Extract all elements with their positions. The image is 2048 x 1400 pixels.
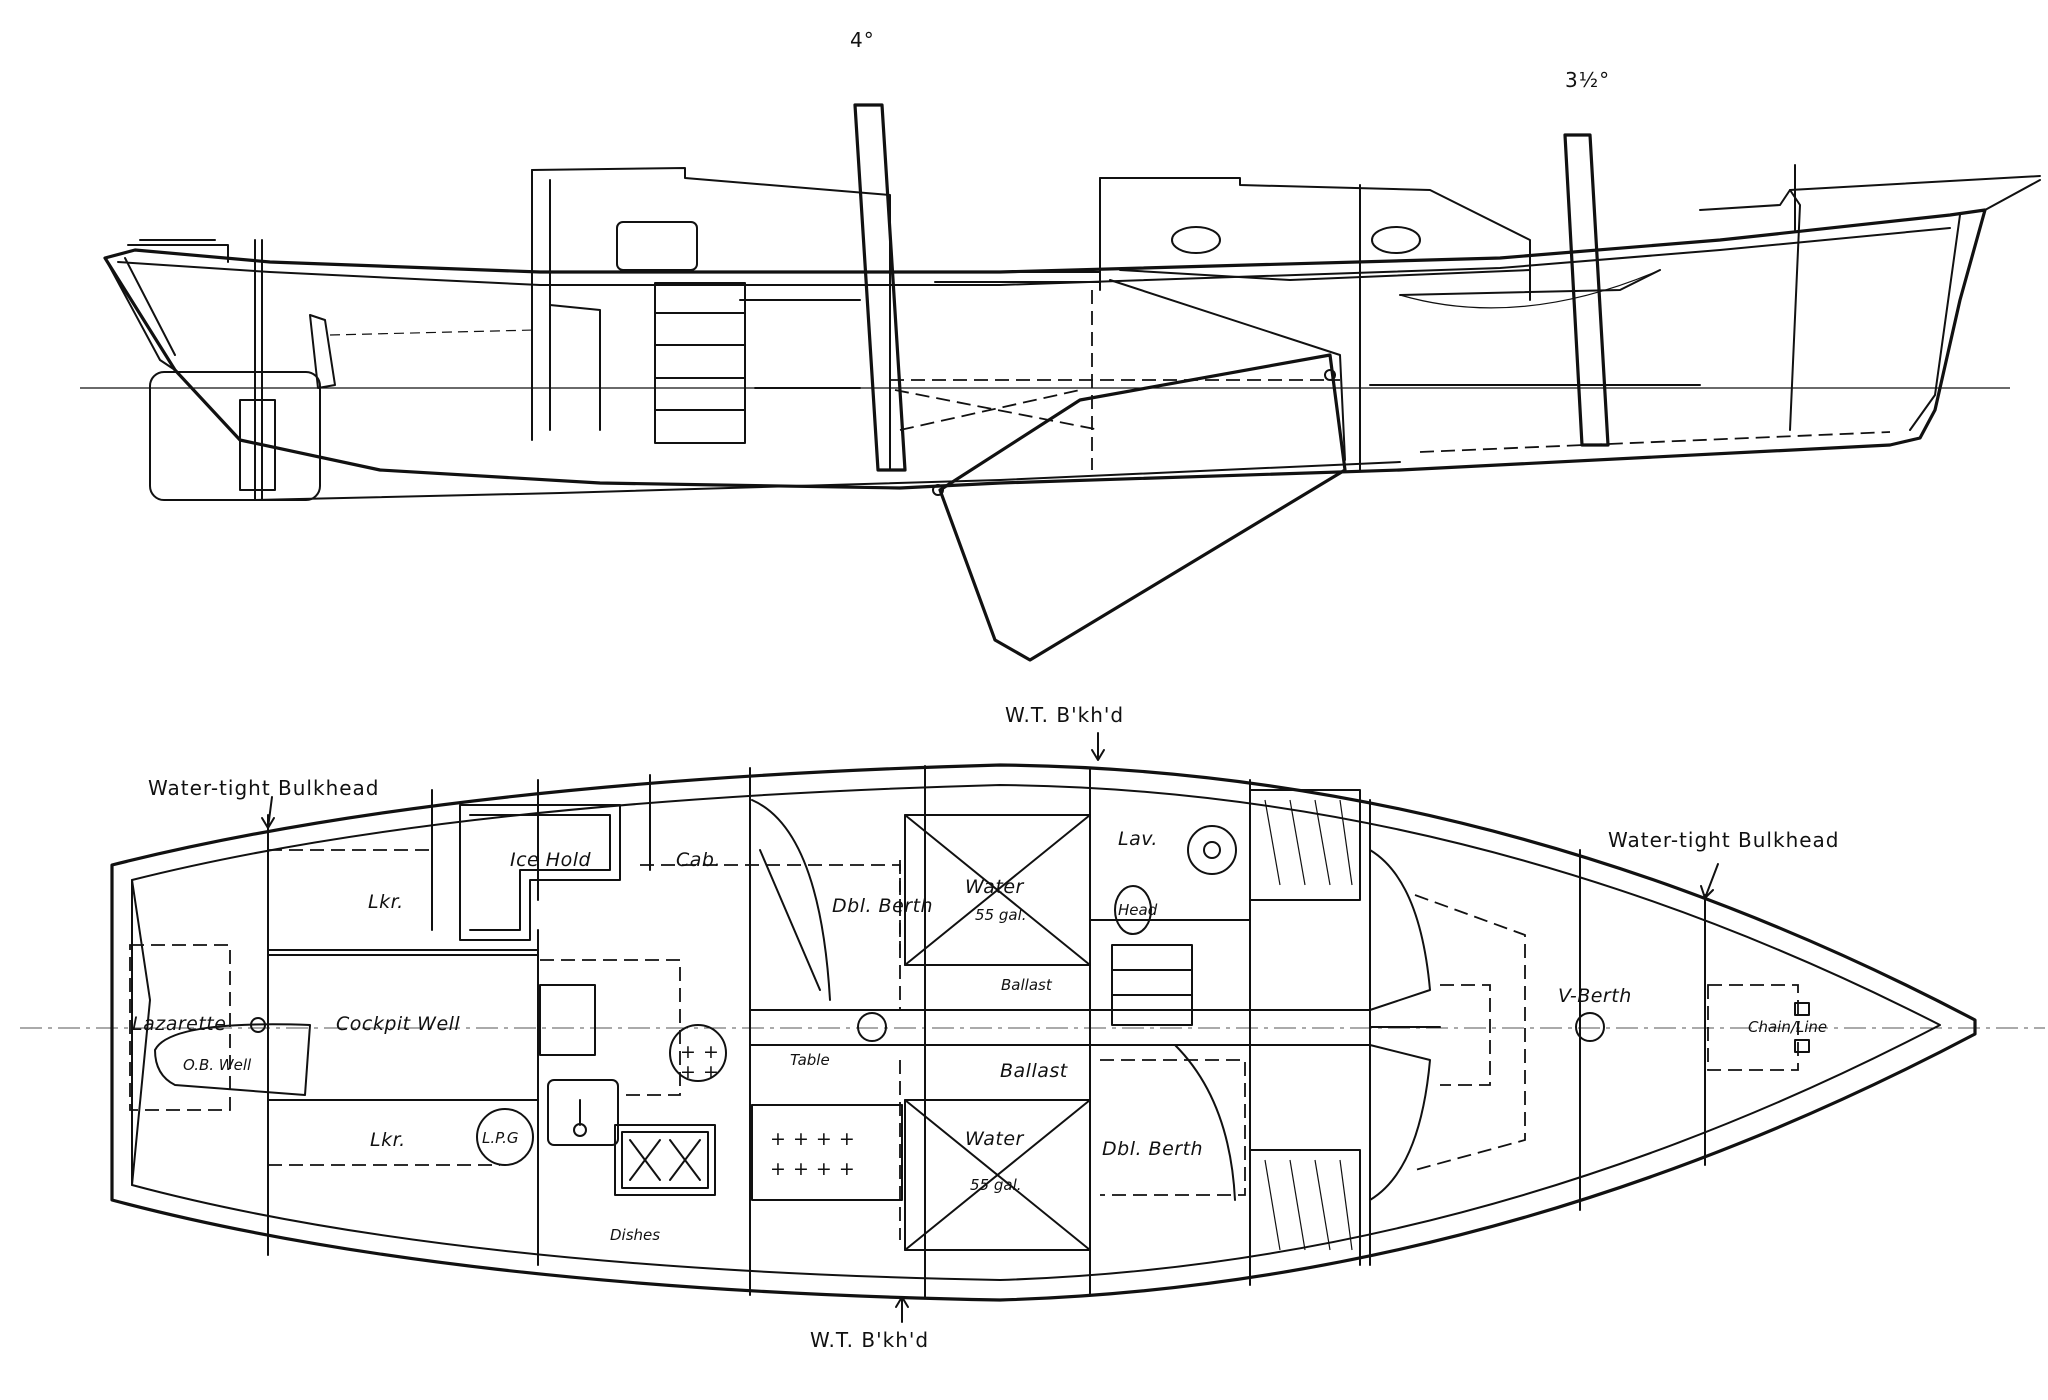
plan-view: + + + + + + + + + + + +: [20, 703, 2045, 1352]
svg-text:+ + + +: + + + +: [770, 1158, 855, 1180]
svg-text:+ +: + +: [680, 1041, 719, 1063]
label-watertight-aft: Water-tight Bulkhead: [148, 776, 380, 800]
main-cabin-trunk: [531, 167, 891, 471]
arrow-wt-bottom: [895, 1296, 909, 1323]
label-wt-bkhd-bottom: W.T. B'kh'd: [810, 1328, 929, 1352]
table: [751, 1104, 903, 1201]
plan-hull-outline: [110, 763, 1977, 1302]
companionway-step: [549, 304, 601, 431]
head-toilet: [1114, 885, 1152, 935]
v-berth-outline: [1414, 894, 1526, 1171]
tiller: [309, 314, 336, 389]
label-ice-hold: Ice Hold: [510, 849, 591, 871]
forward-cabin-trunk: [1099, 177, 1531, 301]
label-table: Table: [790, 1051, 830, 1069]
fore-mast: [1563, 133, 1610, 447]
label-lkr-port: Lkr.: [368, 891, 404, 913]
label-dishes: Dishes: [610, 1226, 660, 1244]
arrow-wt-aft: [261, 796, 275, 829]
ice-hold: [459, 804, 621, 941]
arrow-wt-fwd: [1700, 863, 1719, 899]
arrow-wt-top: [1091, 732, 1105, 761]
label-cab: Cab.: [676, 849, 721, 871]
label-ballast-mid: Ballast: [1000, 1060, 1069, 1082]
label-water-top-cap: 55 gal.: [975, 906, 1027, 924]
bowsprit: [1984, 179, 2041, 211]
label-lav: Lav.: [1118, 828, 1158, 850]
hanging-locker: [1111, 944, 1193, 1026]
stove: [614, 1124, 716, 1196]
port-light-1: [1171, 226, 1221, 254]
stem: [1909, 214, 1961, 431]
water-tank-top: [904, 814, 1091, 966]
label-water-top: Water: [965, 876, 1025, 898]
label-wt-bkhd-top: W.T. B'kh'd: [1005, 703, 1124, 727]
label-v-berth: V-Berth: [1558, 985, 1632, 1007]
deck-line: [117, 227, 1951, 286]
label-lkr-stbd: Lkr.: [370, 1129, 406, 1151]
rake-label-fore: 3½°: [1565, 68, 1610, 92]
profile-view: 4° 3½°: [80, 28, 2041, 662]
label-cockpit-well: Cockpit Well: [336, 1013, 460, 1035]
lav-sink: [1187, 825, 1237, 875]
hammock-net: [1399, 269, 1661, 296]
galley-counter: [539, 984, 596, 1056]
label-dbl-berth-fwd: Dbl. Berth: [1102, 1138, 1203, 1160]
water-tank-bottom: [904, 1099, 1091, 1251]
lazarette-box: [129, 944, 231, 1111]
label-water-bottom: Water: [965, 1128, 1025, 1150]
galley-stack: [654, 282, 746, 444]
port-light-2: [1371, 226, 1421, 254]
lpg-tank: [476, 1108, 534, 1166]
label-chain-line: Chain/Line: [1748, 1018, 1827, 1036]
galley-round: [669, 1024, 727, 1082]
label-dbl-berth-aft: Dbl. Berth: [832, 895, 933, 917]
label-water-bottom-cap: 55 gal.: [970, 1176, 1022, 1194]
main-mast: [853, 103, 907, 472]
label-lazarette: Lazarette: [132, 1013, 226, 1035]
transom: [104, 257, 176, 371]
label-ob-well: O.B. Well: [183, 1056, 252, 1074]
svg-text:+ + + +: + + + +: [770, 1128, 855, 1150]
chain-locker: [1707, 984, 1799, 1071]
centerboard: [938, 353, 1347, 662]
cabin-port-light: [616, 221, 698, 271]
label-watertight-fwd: Water-tight Bulkhead: [1608, 828, 1840, 852]
hull-outline: [103, 208, 1987, 490]
rake-label-main: 4°: [850, 28, 875, 52]
label-head: Head: [1118, 901, 1158, 919]
label-lpg: L.P.G: [482, 1129, 519, 1147]
rudder-box: [149, 371, 321, 501]
ob-well: [154, 1023, 311, 1096]
cockpit-well: [267, 954, 539, 1101]
galley-sink: [547, 1079, 619, 1146]
label-ballast-top: Ballast: [1001, 976, 1053, 994]
plan-inner-line: [131, 784, 1941, 1281]
svg-text:+ +: + +: [680, 1061, 719, 1083]
